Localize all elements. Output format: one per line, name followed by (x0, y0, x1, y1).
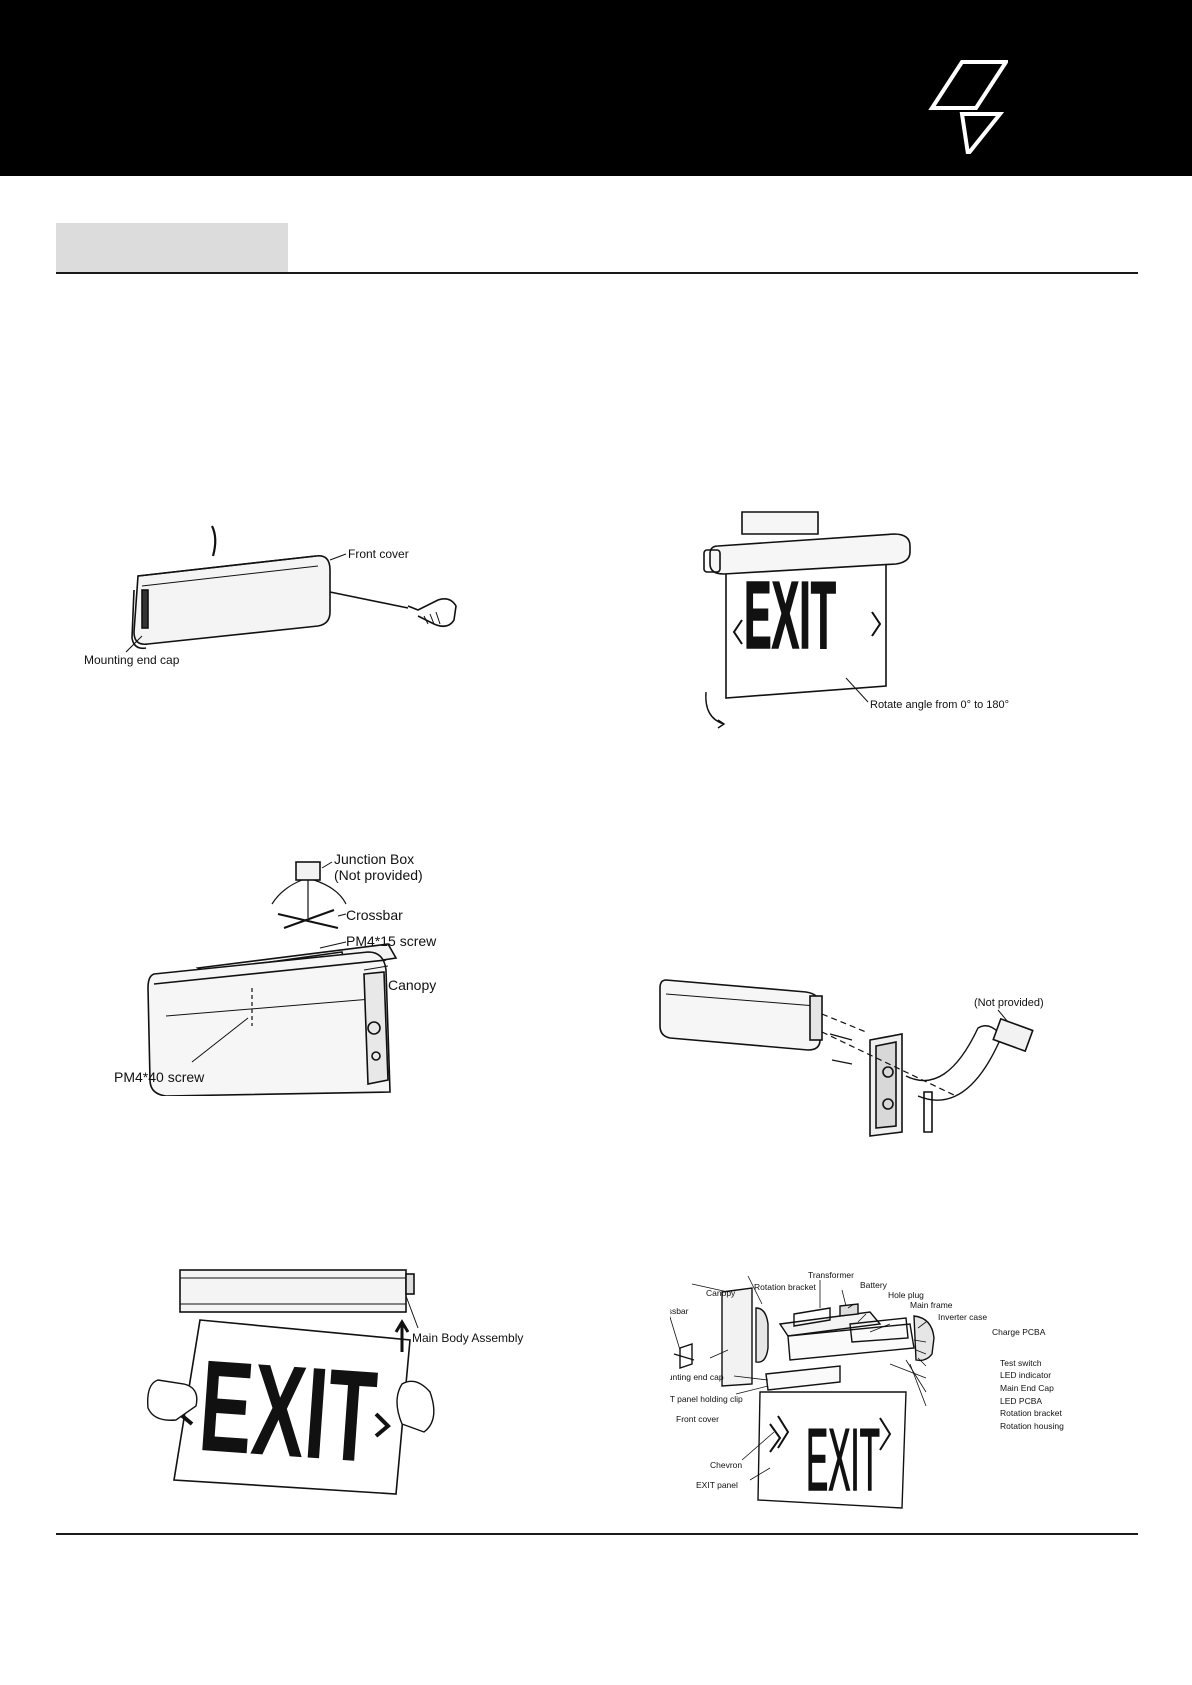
label-canopy: Canopy (706, 1288, 736, 1298)
label-main-frame: Main frame (910, 1300, 953, 1310)
label-transformer: Transformer (808, 1270, 854, 1280)
panel-exit-text: EXIT (195, 1332, 381, 1490)
label-wall-not-provided: (Not provided) (974, 997, 1044, 1009)
figure-front-cover: Front cover Mounting end cap (84, 525, 457, 667)
top-rule (56, 272, 1138, 274)
label-rotation-housing: Rotation housing (1000, 1421, 1064, 1431)
figure-ceiling-mount: Junction Box (Not provided) Crossbar PM4… (114, 851, 437, 1096)
label-mounting-end-cap: Mounting end cap (670, 1372, 724, 1382)
label-rotation-bracket: Rotation bracket (1000, 1408, 1063, 1418)
label-exit-panel: EXIT panel (696, 1480, 738, 1490)
label-main-body-assembly: Main Body Assembly (412, 1331, 523, 1345)
label-main-end-cap: Main End Cap (1000, 1383, 1054, 1393)
label-led-pcba: LED PCBA (1000, 1396, 1042, 1406)
bottom-rule (56, 1533, 1138, 1535)
section-tab (56, 223, 288, 273)
label-battery: Battery (860, 1280, 888, 1290)
exploded-exit-text: EXIT (806, 1410, 880, 1509)
label-front-cover: Front cover (348, 547, 409, 561)
figure-rotate-panel: EXIT Rotate angle from 0° to 180° (703, 511, 1009, 729)
exit-text: EXIT (744, 562, 836, 669)
label-charge-pcba: Charge PCBA (992, 1327, 1046, 1337)
label-crossbar: Crossbar (670, 1306, 689, 1316)
label-test-switch: Test switch (1000, 1358, 1042, 1368)
figure-wall-mount: (Not provided) (659, 979, 1044, 1137)
label-pm440-screw: PM4*40 screw (114, 1069, 205, 1085)
figure-exploded-view: EXIT Transformer Battery Rotation bracke… (670, 1270, 1064, 1510)
figure-panel-insert: EXIT Main Body Assembly (147, 1269, 523, 1495)
label-rotate-angle: Rotate angle from 0° to 180° (870, 699, 1009, 711)
label-rotation-bracket-top: Rotation bracket (754, 1282, 817, 1292)
label-mounting-end-cap: Mounting end cap (84, 653, 180, 667)
label-canopy: Canopy (388, 977, 436, 993)
label-hole-plug: Hole plug (888, 1290, 924, 1300)
label-not-provided: (Not provided) (334, 867, 423, 883)
header-bar (0, 0, 1192, 176)
lightning-bolt-logo-icon (928, 60, 1008, 154)
label-junction-box: Junction Box (334, 851, 414, 867)
label-inverter-case: Inverter case (938, 1312, 987, 1322)
label-exit-panel-holding-clip: EXIT panel holding clip (670, 1394, 743, 1404)
label-front-cover: Front cover (676, 1414, 719, 1424)
label-chevron: Chevron (710, 1460, 742, 1470)
label-led-indicator: LED indicator (1000, 1370, 1051, 1380)
label-crossbar: Crossbar (346, 907, 403, 923)
label-pm415-screw: PM4*15 screw (346, 933, 437, 949)
